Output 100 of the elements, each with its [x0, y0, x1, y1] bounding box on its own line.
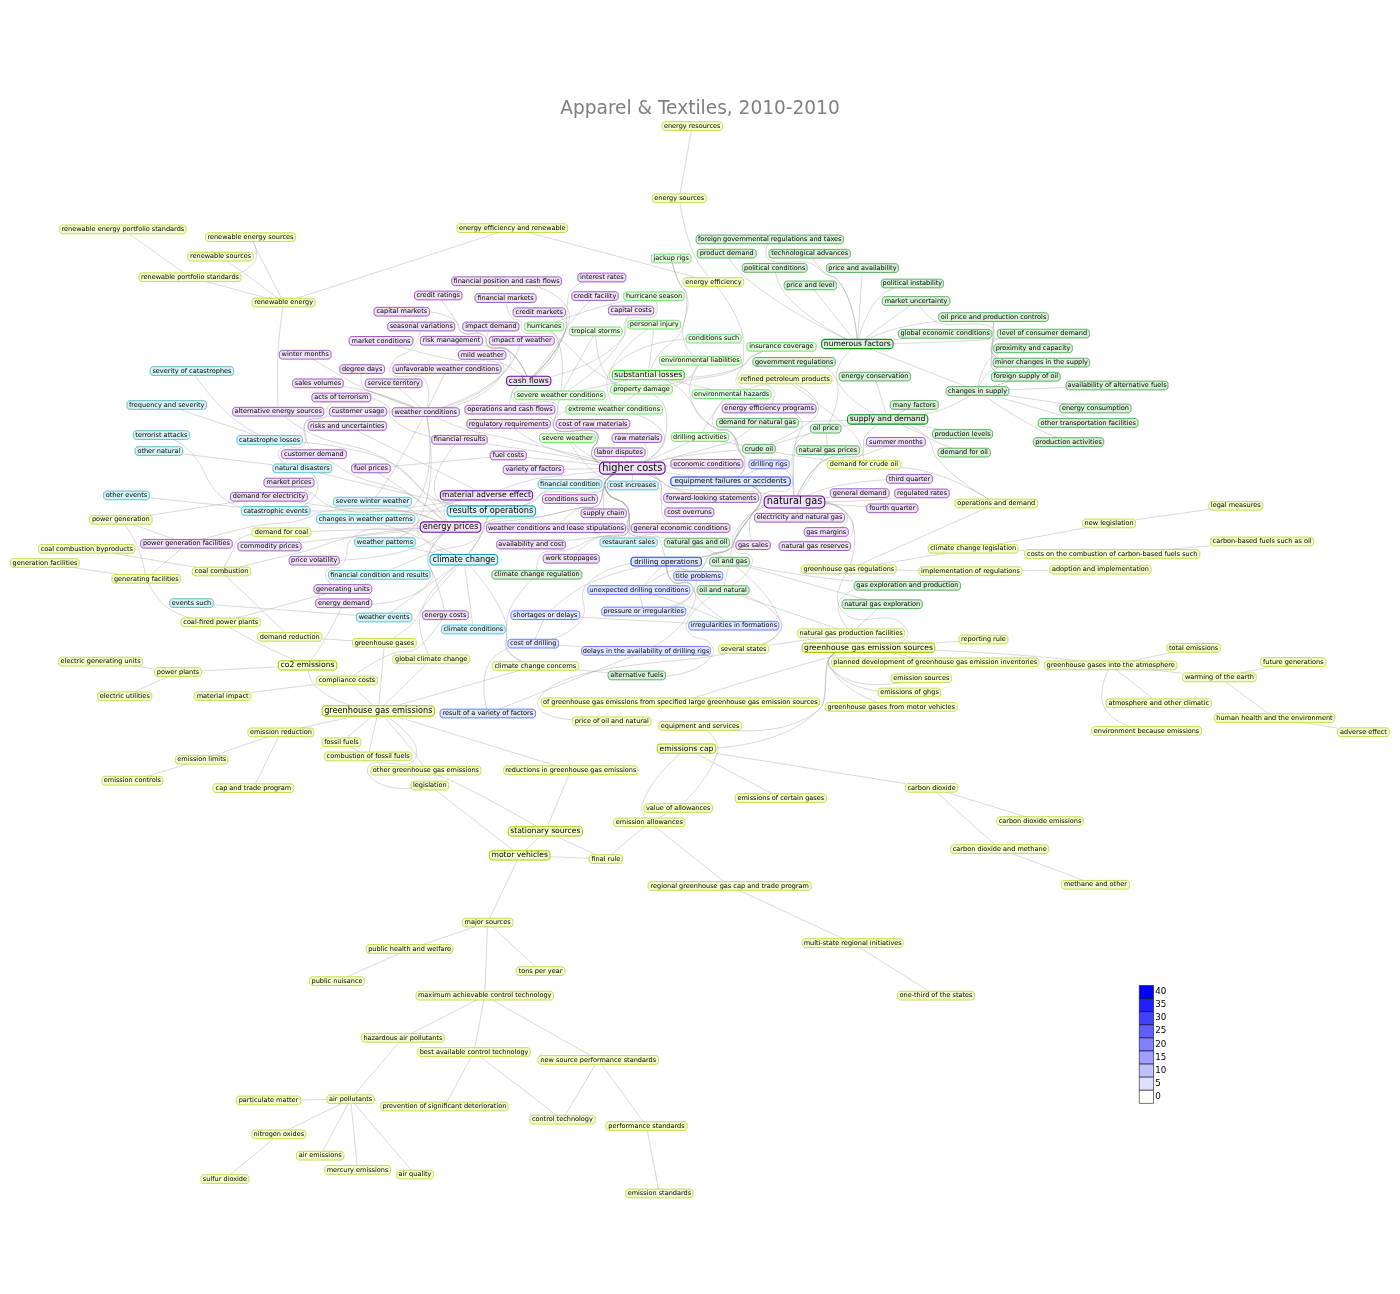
connector: [377, 472, 445, 522]
connector: [287, 1102, 342, 1130]
connector: [658, 811, 670, 818]
connector: [896, 569, 920, 571]
node-box: natural gas: [763, 494, 826, 508]
connector: [489, 859, 518, 918]
connector: [346, 715, 373, 738]
connector: [775, 451, 829, 461]
connector: [151, 547, 182, 575]
node-box: climate change: [429, 553, 499, 565]
connector: [309, 510, 448, 511]
connector: [729, 257, 847, 340]
connector: [555, 835, 597, 855]
connector: [992, 380, 1011, 387]
connector: [823, 365, 839, 424]
node-box: greenhouse gas emissions: [321, 704, 436, 717]
connector: [858, 507, 987, 565]
connector: [978, 366, 999, 387]
connector: [379, 522, 455, 555]
connector: [398, 386, 422, 408]
connector: [679, 129, 692, 194]
connector: [389, 330, 429, 408]
connector: [562, 335, 594, 391]
connector: [375, 415, 424, 497]
connector: [587, 473, 609, 480]
connector: [354, 1102, 412, 1170]
connector: [945, 791, 1026, 817]
connector: [666, 565, 694, 607]
connector: [798, 419, 848, 422]
connector: [201, 666, 279, 671]
connector: [124, 523, 146, 575]
label: 15: [1155, 1051, 1167, 1062]
connector: [569, 441, 612, 481]
connector: [132, 523, 175, 540]
label: 25: [1155, 1024, 1167, 1035]
connector: [492, 926, 536, 967]
connector: [900, 466, 990, 499]
connector: [869, 347, 967, 387]
connector: [514, 427, 600, 462]
connector: [301, 529, 421, 543]
connector: [378, 646, 385, 706]
connector: [749, 503, 765, 541]
connector: [349, 745, 360, 752]
connector: [368, 715, 378, 752]
connector: [699, 485, 762, 558]
connector: [558, 644, 582, 647]
connector: [642, 565, 663, 586]
connector: [464, 564, 473, 625]
connector: [550, 314, 629, 377]
connector: [146, 763, 188, 776]
connector: [448, 358, 505, 408]
connector: [715, 651, 837, 748]
label: 30: [1155, 1011, 1167, 1022]
connector: [446, 1055, 472, 1102]
connector: [837, 588, 855, 629]
connector: [1008, 386, 1067, 390]
connector: [149, 497, 242, 508]
connector: [564, 1063, 596, 1115]
connector: [321, 638, 353, 641]
connector: [693, 651, 849, 698]
connector: [899, 423, 953, 448]
connector: [1150, 669, 1183, 673]
connector: [422, 926, 475, 945]
connector: [239, 240, 257, 273]
connector: [595, 335, 618, 385]
connector: [549, 565, 644, 611]
connector: [723, 565, 729, 586]
connector: [793, 412, 803, 496]
connector: [798, 453, 826, 496]
connector: [360, 372, 415, 408]
connector: [665, 593, 715, 676]
connector: [173, 438, 242, 508]
connector: [716, 285, 775, 404]
connector: [704, 546, 723, 557]
connector: [738, 889, 844, 939]
connector: [858, 287, 895, 340]
connector: [824, 500, 848, 528]
connector: [579, 616, 690, 623]
connector: [356, 429, 478, 491]
connector: [549, 330, 623, 385]
connector: [652, 473, 671, 524]
connector: [702, 397, 726, 433]
connector: [213, 604, 357, 616]
connector: [699, 468, 794, 558]
connector: [648, 328, 654, 371]
connector: [647, 1129, 659, 1189]
connector: [672, 262, 695, 356]
connector: [468, 564, 523, 662]
connector: [226, 575, 286, 633]
connector: [806, 479, 887, 496]
connector: [498, 654, 636, 709]
connector: [441, 299, 528, 376]
connector: [654, 826, 725, 882]
connector: [571, 441, 605, 462]
connector: [552, 409, 567, 434]
connector: [646, 473, 690, 494]
connector: [350, 1102, 358, 1166]
connector: [351, 684, 374, 706]
connector: [695, 752, 773, 794]
connector: [467, 473, 615, 555]
